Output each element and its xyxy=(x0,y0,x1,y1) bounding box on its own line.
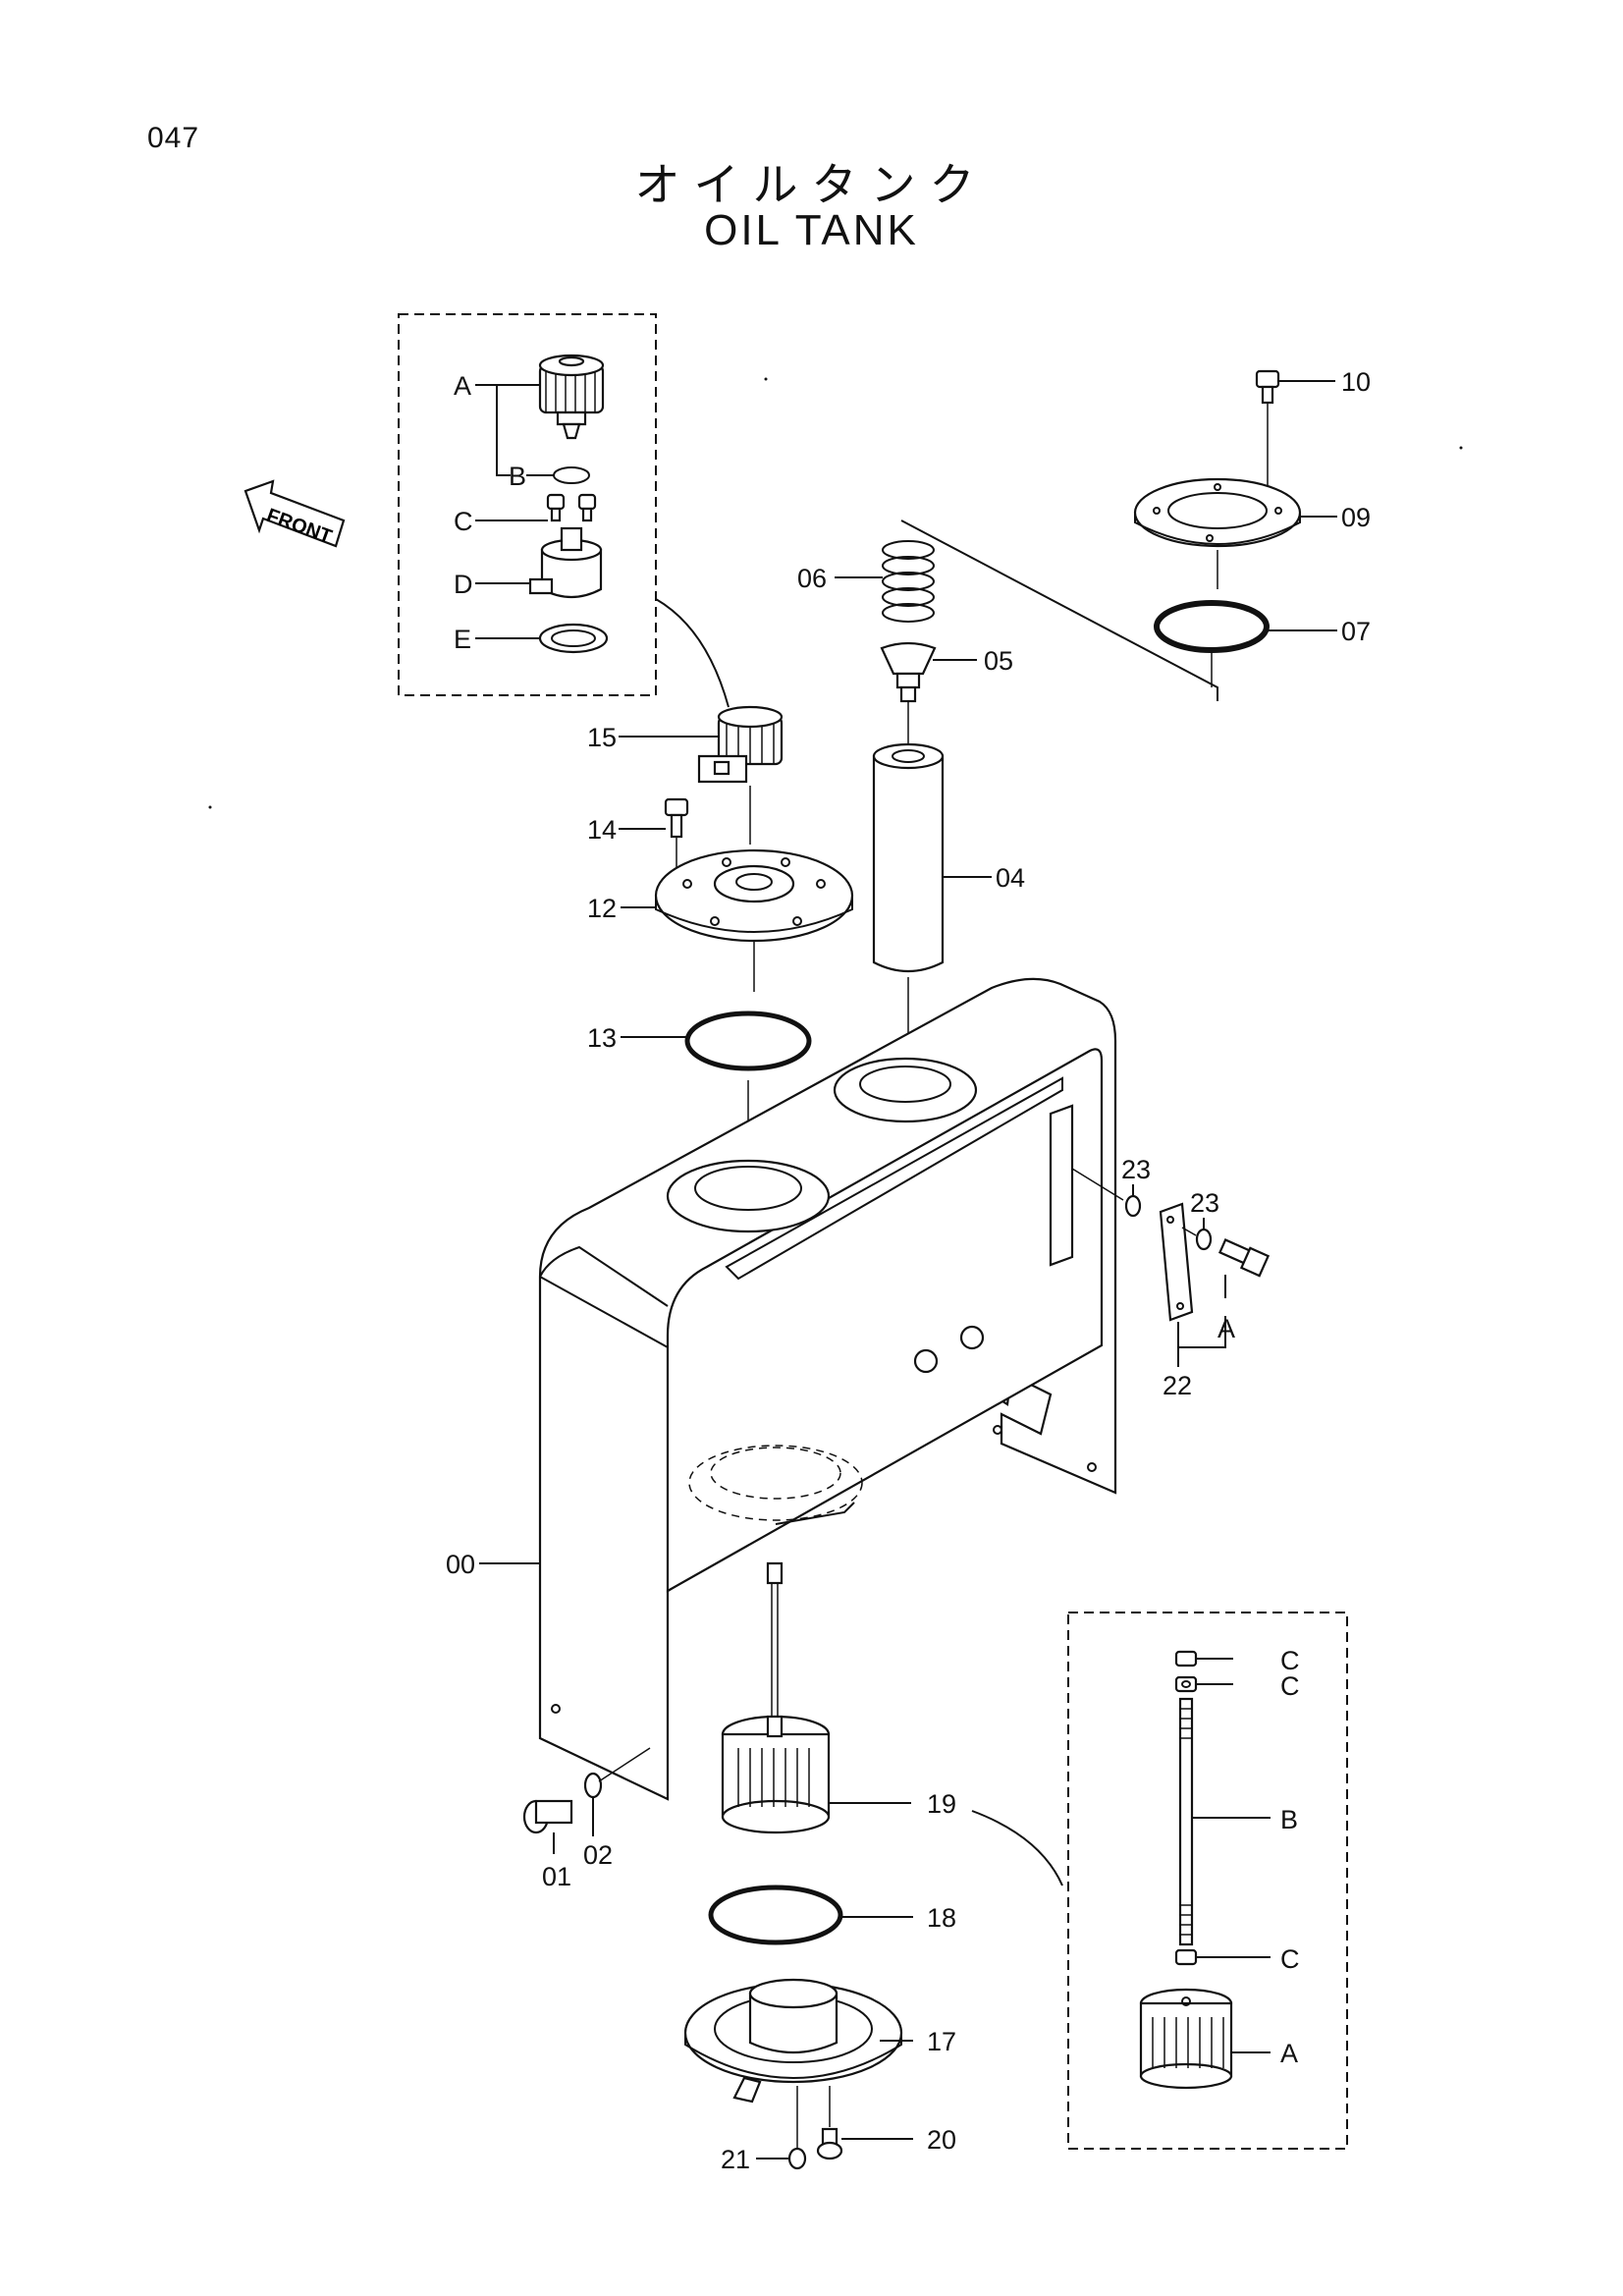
inset-top-label-c: C xyxy=(454,507,473,536)
callout-20: 20 xyxy=(927,2125,956,2155)
nut-c1-part xyxy=(1174,1650,1198,1667)
callout-00: 00 xyxy=(446,1550,475,1579)
oil-tank-body-00-part xyxy=(538,977,1117,1801)
bolt-a-part xyxy=(1217,1238,1271,1278)
callout-13: 13 xyxy=(587,1023,617,1053)
breather-assembly-15-part xyxy=(697,705,784,784)
callout-14: 14 xyxy=(587,815,617,845)
nut-c2-part xyxy=(1174,1675,1198,1693)
rod-part xyxy=(766,1561,784,1732)
stud-bolt-b-part xyxy=(1178,1697,1194,1946)
inset-breather-assembly: A B C D E xyxy=(398,313,657,696)
callout-06: 06 xyxy=(797,564,827,593)
plug-20-part xyxy=(816,2127,843,2160)
nut-c3-part xyxy=(1174,1948,1198,1966)
o-ring-13-part xyxy=(684,1011,812,1071)
cover-plate-09-part xyxy=(1133,477,1302,548)
o-ring-18-part xyxy=(708,1885,843,1945)
strainer-element-a-part xyxy=(1139,1988,1233,2090)
o-ring-07-part xyxy=(1154,600,1270,653)
breather-body-d-part xyxy=(528,526,603,599)
callout-18: 18 xyxy=(927,1903,956,1933)
inset-top-label-e: E xyxy=(454,625,471,654)
washer-23-lower-part xyxy=(1195,1228,1213,1251)
bottom-cover-17-part xyxy=(683,1978,903,2104)
cover-plate-12-part xyxy=(654,848,854,943)
inset-top-label-d: D xyxy=(454,570,473,599)
callout-05: 05 xyxy=(984,646,1013,676)
inset-bottom-label-a: A xyxy=(1280,2039,1298,2068)
callout-12: 12 xyxy=(587,894,617,923)
breather-cap-part xyxy=(538,354,605,440)
front-direction-arrow: FRONT xyxy=(243,479,346,548)
page-title-english: OIL TANK xyxy=(704,206,919,254)
washer-23-upper-part xyxy=(1124,1194,1142,1218)
gasket-e-part xyxy=(538,623,609,654)
callout-10: 10 xyxy=(1341,367,1371,397)
inset-strainer-assembly: C C B C A xyxy=(1067,1612,1348,2150)
callout-15: 15 xyxy=(587,723,617,752)
callout-01: 01 xyxy=(542,1862,571,1891)
callout-bolt-a: A xyxy=(1217,1314,1235,1343)
bolt-10-part xyxy=(1255,369,1280,405)
screws-c-part xyxy=(546,493,597,522)
page-number: 047 xyxy=(147,122,200,154)
callout-21: 21 xyxy=(721,2145,750,2174)
callout-07: 07 xyxy=(1341,617,1371,646)
callout-09: 09 xyxy=(1341,503,1371,532)
callout-22: 22 xyxy=(1163,1371,1192,1400)
page-title-japanese: オイルタンク xyxy=(634,158,989,211)
callout-19: 19 xyxy=(927,1789,956,1819)
callout-23-upper: 23 xyxy=(1121,1155,1151,1184)
bracket-22-part xyxy=(1159,1202,1194,1322)
inset-bottom-label-c1: C xyxy=(1280,1646,1300,1675)
callout-04: 04 xyxy=(996,863,1025,893)
callout-23-lower: 23 xyxy=(1190,1188,1219,1218)
spring-06-part xyxy=(882,540,935,623)
filter-element-04-part xyxy=(872,742,945,972)
plug-21-part xyxy=(787,2147,807,2170)
valve-05-part xyxy=(880,641,937,703)
callout-17: 17 xyxy=(927,2027,956,2056)
inset-bottom-label-c3: C xyxy=(1280,1944,1300,1974)
o-ring-b-part xyxy=(553,466,590,484)
inset-bottom-label-c2: C xyxy=(1280,1671,1300,1701)
drain-plug-01-part xyxy=(522,1799,573,1834)
callout-02: 02 xyxy=(583,1840,613,1870)
inset-top-label-a: A xyxy=(454,371,471,401)
inset-top-label-b: B xyxy=(509,462,526,491)
inset-bottom-label-b: B xyxy=(1280,1805,1298,1834)
bracket-pad-part xyxy=(1049,1104,1074,1267)
bolt-14-part xyxy=(664,797,689,839)
washer-02-part xyxy=(583,1772,603,1799)
strainer-19-part xyxy=(721,1715,831,1834)
